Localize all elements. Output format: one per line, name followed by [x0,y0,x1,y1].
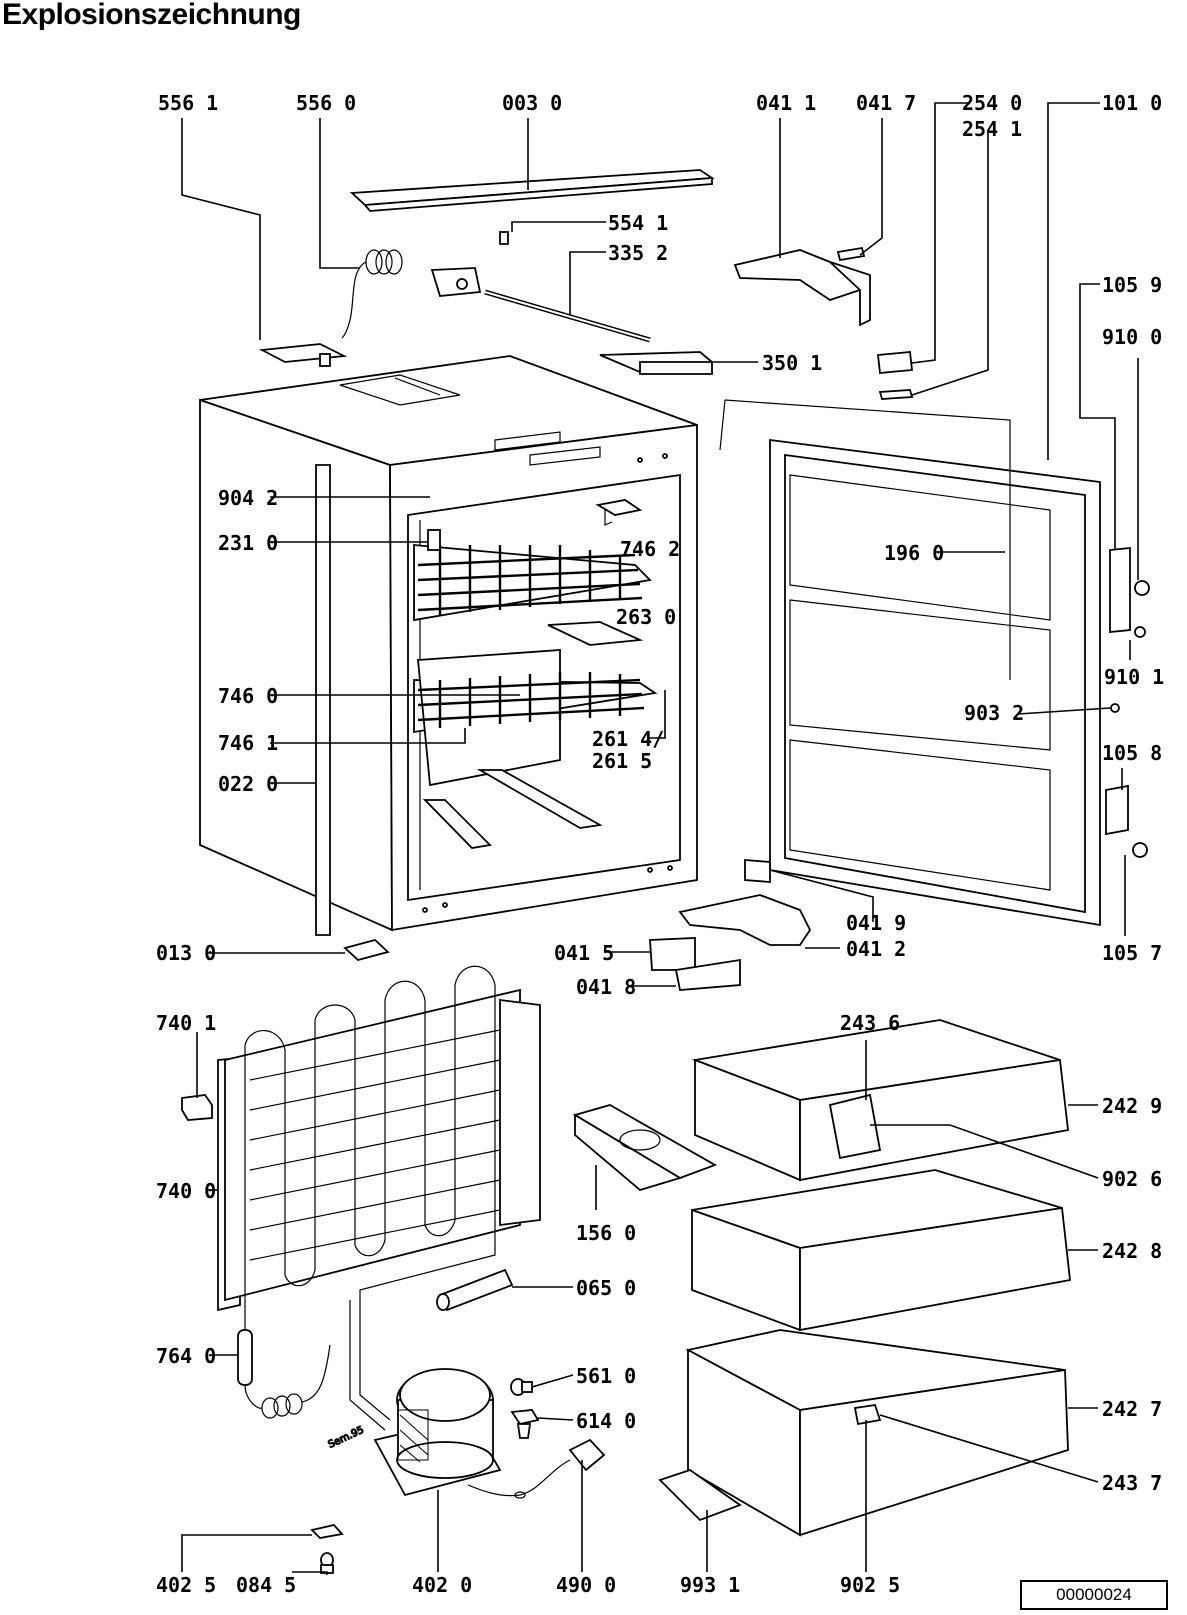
label-402-0: 402 0 [412,1573,472,1597]
lamp-holder [427,529,441,551]
label-231-0: 231 0 [218,531,278,555]
wire-shelf-upper [417,545,643,615]
label-243-6: 243 6 [840,1011,900,1035]
hinge-cap [877,351,913,374]
rod [484,289,651,343]
leader-lines [181,102,1139,1575]
page-title: Explosionszeichnung [2,0,301,31]
rubber-grommet [310,1524,344,1539]
label-746-1: 746 1 [218,731,278,755]
label-243-7: 243 7 [1102,1471,1162,1495]
label-902-6: 902 6 [1102,1167,1162,1191]
label-242-9: 242 9 [1102,1094,1162,1118]
label-910-1: 910 1 [1104,665,1164,689]
door-latch-hardware [1105,547,1150,858]
sensor-plate [258,343,348,367]
label-740-0: 740 0 [156,1179,216,1203]
filter-drier [237,1329,331,1419]
label-350-1: 350 1 [762,351,822,375]
power-cable [467,1438,606,1499]
relay [510,1409,540,1439]
label-554-1: 554 1 [608,211,668,235]
condenser [217,965,541,1330]
document-id-box: 00000024 [1020,1580,1168,1610]
label-614-0: 614 0 [576,1409,636,1433]
part-labels: 556 1 556 0 003 0 041 1 041 7 254 0 254 … [156,91,1164,1597]
label-041-9: 041 9 [846,911,906,935]
wire-shelf-lower [417,672,645,728]
label-242-7: 242 7 [1102,1397,1162,1421]
label-065-0: 065 0 [576,1276,636,1300]
cabinet [199,355,698,932]
shelf-support [547,621,644,646]
label-041-8: 041 8 [576,975,636,999]
thermostat [430,267,482,297]
label-556-1: 556 1 [158,91,218,115]
lower-hinge [649,859,812,991]
drawer-top [691,1019,1069,1182]
insulation-tube [436,1268,514,1312]
label-263-0: 263 0 [616,605,676,629]
mounting-plate [343,939,390,961]
label-041-7: 041 7 [856,91,916,115]
label-746-2: 746 2 [620,537,680,561]
control-panel [599,351,715,375]
label-105-8: 105 8 [1102,741,1162,765]
condenser-clip [181,1094,213,1121]
door [719,399,1101,927]
label-041-1: 041 1 [756,91,816,115]
label-254-0: 254 0 [962,91,1022,115]
label-556-0: 556 0 [296,91,356,115]
drawer-bottom [685,1329,1069,1537]
top-cover-strip [349,169,715,212]
label-084-5: 084 5 [236,1573,296,1597]
label-740-1: 740 1 [156,1011,216,1035]
label-242-8: 242 8 [1102,1239,1162,1263]
label-902-5: 902 5 [840,1573,900,1597]
stamp-text: Sem.95 [327,1425,366,1451]
label-101-0: 101 0 [1102,91,1162,115]
trim-strip [315,464,331,936]
ice-tray [572,1104,718,1192]
label-561-0: 561 0 [576,1364,636,1388]
label-022-0: 022 0 [218,772,278,796]
label-196-0: 196 0 [884,541,944,565]
label-910-0: 910 0 [1102,325,1162,349]
label-993-1: 993 1 [680,1573,740,1597]
label-254-1: 254 1 [962,117,1022,141]
label-105-9: 105 9 [1102,273,1162,297]
upper-hinge [733,246,871,327]
label-904-2: 904 2 [218,486,278,510]
label-746-0: 746 0 [218,684,278,708]
label-490-0: 490 0 [556,1573,616,1597]
spacer [320,1552,334,1574]
scraper [658,1469,742,1522]
small-clip [499,231,509,245]
label-105-7: 105 7 [1102,941,1162,965]
label-041-5: 041 5 [554,941,614,965]
label-013-0: 013 0 [156,941,216,965]
label-903-2: 903 2 [964,701,1024,725]
label-261-5: 261 5 [592,749,652,773]
label-402-5: 402 5 [156,1573,216,1597]
drawer-middle [691,1169,1071,1332]
hinge-cap-small [878,389,914,400]
shelf-bracket [595,499,643,526]
label-003-0: 003 0 [502,91,562,115]
label-041-2: 041 2 [846,937,906,961]
compressor [373,1368,502,1497]
label-261-4: 261 4/ [592,727,664,751]
relay-small [510,1378,533,1396]
label-156-0: 156 0 [576,1221,636,1245]
label-335-2: 335 2 [608,241,668,265]
label-764-0: 764 0 [156,1344,216,1368]
thermostat-coil [341,249,403,339]
